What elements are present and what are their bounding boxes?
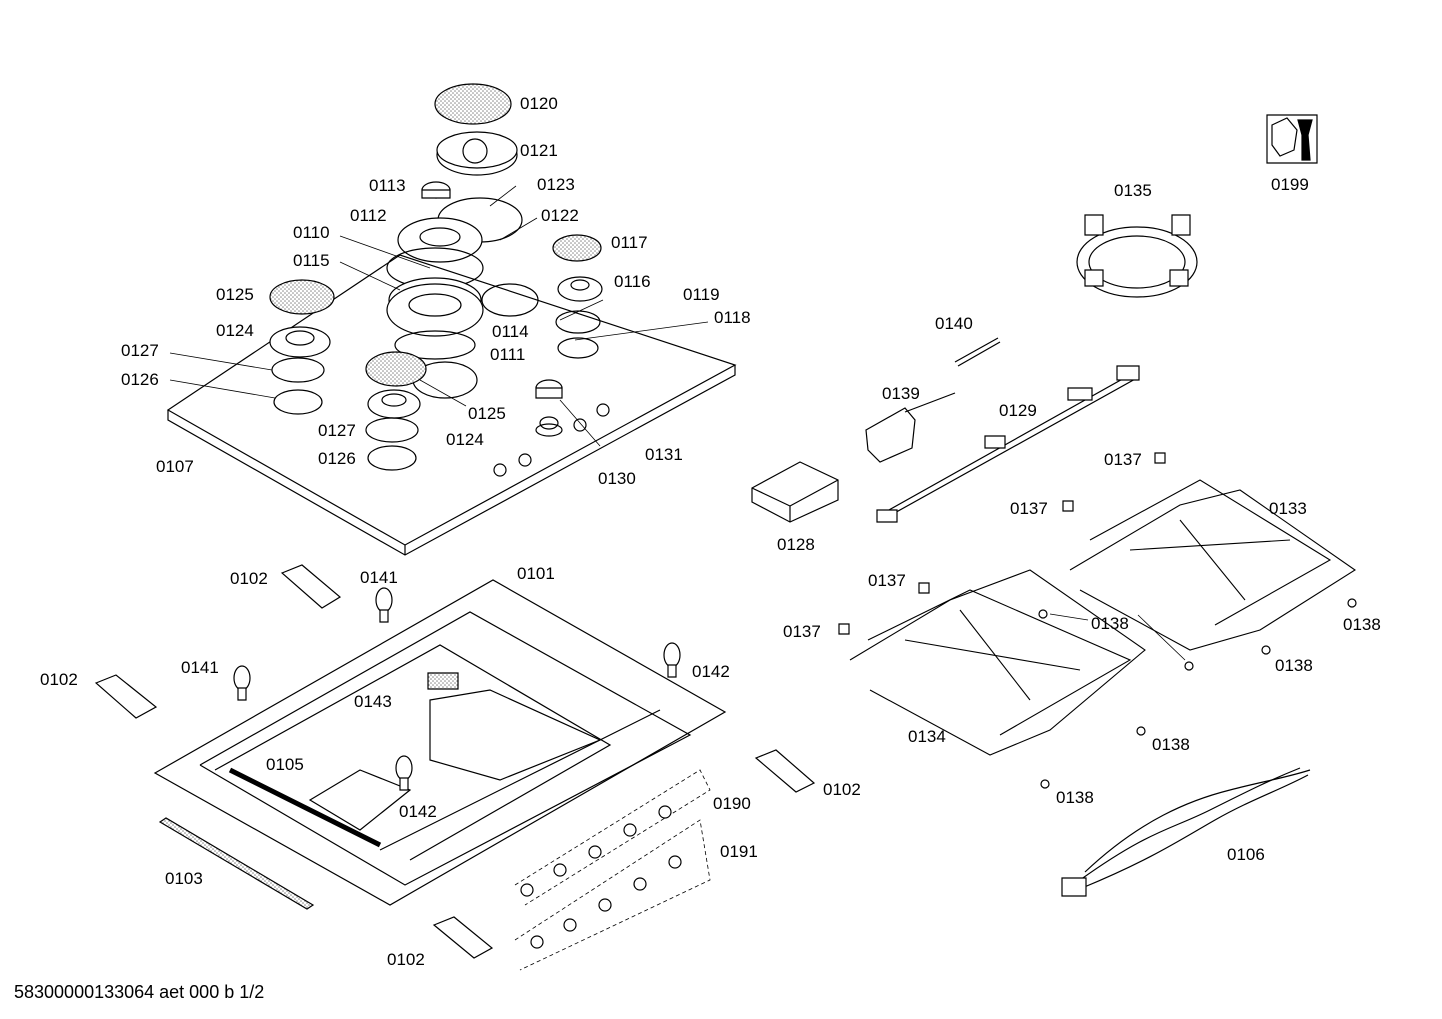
part-label: 0138: [1152, 735, 1190, 754]
part-label: 0111: [490, 345, 526, 364]
part-label: 0140: [935, 314, 973, 333]
right-small-burner: [553, 235, 602, 358]
part-label: 0105: [266, 755, 304, 774]
main-burner-stack: [387, 84, 522, 359]
part-label: 0106: [1227, 845, 1265, 864]
part-label: 0134: [908, 727, 946, 746]
part-label: 0124: [216, 321, 254, 340]
part-label: 0107: [156, 457, 194, 476]
part-label: 0102: [823, 780, 861, 799]
part-label: 0191: [720, 842, 758, 861]
part-label: 0101: [517, 564, 555, 583]
part-label: 0125: [216, 285, 254, 304]
feet: [234, 588, 680, 790]
wiring: [866, 338, 1139, 522]
part-label: 0127: [121, 341, 159, 360]
control-module: [752, 462, 838, 522]
front-burner-stack: [366, 352, 426, 470]
part-label: 0102: [387, 950, 425, 969]
part-label: 0138: [1343, 615, 1381, 634]
part-label: 0110: [293, 223, 330, 242]
part-label: 0138: [1275, 656, 1313, 675]
part-label: 0117: [611, 233, 648, 252]
part-label: 0127: [318, 421, 356, 440]
part-label: 0102: [230, 569, 268, 588]
part-label: 0125: [468, 404, 506, 423]
part-label: 0199: [1271, 175, 1309, 194]
part-label: 0112: [350, 206, 387, 225]
part-label: 0103: [165, 869, 203, 888]
base-tray: [155, 580, 725, 905]
part-label: 0119: [683, 285, 720, 304]
part-label: 0128: [777, 535, 815, 554]
screw-heads: [521, 806, 681, 948]
leader-lines-top: [170, 186, 708, 446]
part-label: 0141: [360, 568, 398, 587]
part-label: 0122: [541, 206, 579, 225]
part-label: 0133: [1269, 499, 1307, 518]
part-label: 0190: [713, 794, 751, 813]
part-label: 0137: [1010, 499, 1048, 518]
leader-lines-right: [1050, 614, 1185, 660]
part-label: 0143: [354, 692, 392, 711]
part-label: 0138: [1056, 788, 1094, 807]
pan-support-right: [1070, 480, 1355, 650]
part-label: 0114: [492, 322, 529, 341]
part-label: 0126: [121, 370, 159, 389]
part-label: 0102: [40, 670, 78, 689]
part-label: 0131: [645, 445, 683, 464]
document-id-footer: 58300000133064 aet 000 b 1/2: [14, 982, 265, 1002]
part-label: 0123: [537, 175, 575, 194]
knob-parts: [536, 380, 562, 436]
part-label: 0139: [882, 384, 920, 403]
part-label: 0141: [181, 658, 219, 677]
part-label: 0116: [614, 272, 651, 291]
rubber-feet: [1039, 599, 1356, 788]
part-label: 0129: [999, 401, 1037, 420]
brackets: [96, 565, 814, 958]
part-label: 0137: [868, 571, 906, 590]
part-label: 0137: [1104, 450, 1142, 469]
part-label: 0137: [783, 622, 821, 641]
part-label: 0121: [520, 141, 558, 160]
part-label: 0138: [1091, 614, 1129, 633]
part-label: 0135: [1114, 181, 1152, 200]
part-label: 0115: [293, 251, 330, 270]
part-label: 0120: [520, 94, 558, 113]
pan-support-left: [850, 570, 1145, 755]
part-label: 0142: [692, 662, 730, 681]
power-cable: [1062, 768, 1310, 896]
part-label: 0124: [446, 430, 484, 449]
wok-ring: [1077, 215, 1197, 297]
clips: [839, 453, 1165, 634]
part-label: 0142: [399, 802, 437, 821]
part-label: 0126: [318, 449, 356, 468]
seal-strip: [160, 818, 313, 909]
screws: [515, 770, 710, 970]
wrench-nut-icon: [1267, 115, 1317, 163]
part-label: 0118: [714, 308, 751, 327]
part-label: 0130: [598, 469, 636, 488]
part-label: 0113: [369, 176, 406, 195]
